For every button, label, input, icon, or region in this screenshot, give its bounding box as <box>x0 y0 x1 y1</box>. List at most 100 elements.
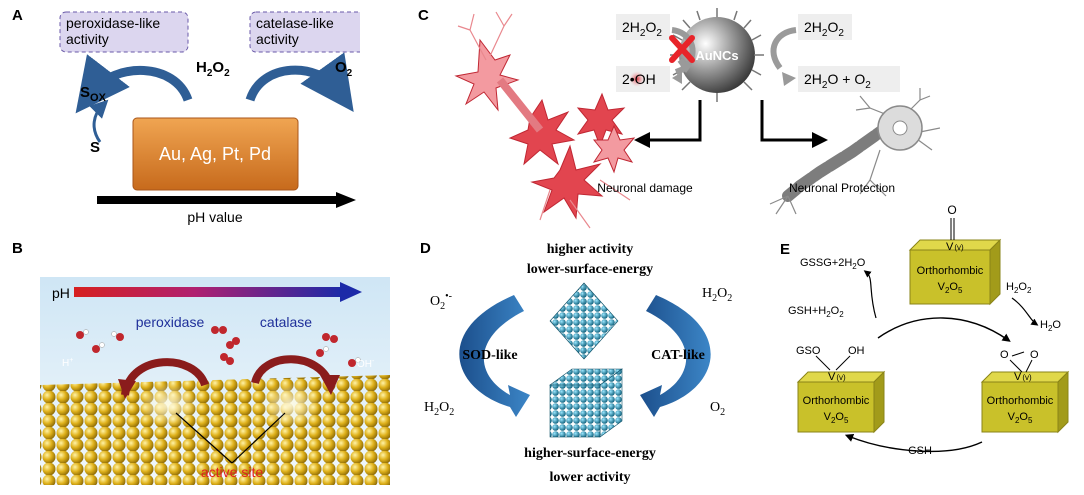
gssg-arrow <box>863 270 877 319</box>
catalase-text: catalase <box>260 314 312 330</box>
gssg-label: GSSG+2H2O <box>800 257 866 271</box>
peroxidase-text: peroxidase <box>136 314 205 330</box>
v2o5-right: V2O5 <box>1008 411 1033 425</box>
active-site-text: active site <box>201 464 263 480</box>
left-h2o2: 2H2O2 <box>622 19 662 39</box>
panel-b: B pH peroxidase catalase H+ OH- <box>0 235 400 490</box>
panel-d-label: D <box>420 240 431 257</box>
protection-caption: Neuronal Protection <box>789 181 895 195</box>
o2-label: O2 <box>335 59 353 79</box>
vo-block-left <box>796 370 886 434</box>
h2o-arrow <box>1011 297 1039 326</box>
panel-d: D higher activity lower-surface-energy S… <box>412 235 768 490</box>
v-top: V(v) <box>946 241 964 253</box>
peroxidase-box <box>59 11 189 53</box>
sod-arrow <box>459 295 530 417</box>
catalase-line1: catelase-like <box>256 15 334 31</box>
panel-a: A peroxidase-like activity catelase-like… <box>0 0 369 230</box>
hplus-text: H+ <box>62 357 73 369</box>
left-h2o2-box <box>616 14 670 40</box>
panel-b-diagram: B pH peroxidase catalase H+ OH- <box>12 240 390 485</box>
panel-e-diagram: E O V(v) Orthorhombic V2O5 GSSG+2H2O GSH… <box>780 203 1070 457</box>
bottom-cycle-arrow <box>844 433 983 453</box>
metals-label: Au, Ag, Pt, Pd <box>159 144 271 164</box>
peroxo-o2: O <box>1030 349 1039 361</box>
active-pointer-2 <box>231 412 286 464</box>
o2-product: O2 <box>710 400 725 418</box>
h2o2-label: H2O2 <box>1006 281 1032 295</box>
products: 2H2O + O2 <box>804 71 871 91</box>
panel-c-diagram: C AuNCs 2H2O2 2H2O2 2•OH 2H2O + O2 <box>418 7 941 229</box>
catalase-arrow <box>245 52 354 112</box>
h2o-label: H2O <box>1040 319 1061 333</box>
panel-c: C AuNCs 2H2O2 2H2O2 2•OH 2H2O + O2 <box>400 0 941 230</box>
left-grey-arrow <box>671 27 696 75</box>
active-site-glow-1 <box>138 383 198 427</box>
top-cycle-arrow <box>877 317 1011 342</box>
right-h2o2-box <box>798 14 852 40</box>
superoxide: O2•- <box>430 291 452 312</box>
panel-d-diagram: D higher activity lower-surface-energy S… <box>420 240 732 485</box>
bottom-line1: higher-surface-energy <box>524 446 656 461</box>
sod-label: SOD-like <box>462 348 517 363</box>
damage-arrow <box>642 100 702 142</box>
damaged-neuron <box>454 38 636 220</box>
active-pointer-1 <box>175 412 233 464</box>
v-right: V(v) <box>1014 371 1032 383</box>
left-h2o2: H2O2 <box>424 400 454 418</box>
panel-a-label: A <box>12 7 23 24</box>
top-line2: lower-surface-energy <box>527 262 653 277</box>
cat-label: CAT-like <box>651 348 705 363</box>
ph-label: pH <box>52 285 70 301</box>
s-label: S <box>90 139 100 156</box>
gso-label: GSO <box>796 345 821 357</box>
protection-arrow <box>760 100 820 142</box>
active-site-glow-2 <box>260 383 320 427</box>
ortho-top: Orthorhombic <box>917 265 984 277</box>
h2o2-label: H2O2 <box>196 59 230 79</box>
right-h2o2: 2H2O2 <box>804 19 844 39</box>
v2o5-top: V2O5 <box>938 281 963 295</box>
panel-e-label: E <box>780 241 790 258</box>
healthy-neuron <box>769 88 941 215</box>
ph-gradient-bar <box>74 287 342 297</box>
v2o5-left: V2O5 <box>824 411 849 425</box>
ph-gradient-head <box>340 282 362 302</box>
peroxidase-line2: activity <box>66 31 109 47</box>
vo-block-right <box>980 370 1070 434</box>
panel-a-diagram: A peroxidase-like activity catelase-like… <box>12 7 369 225</box>
aunc-label: AuNCs <box>695 48 738 63</box>
sox-label: SOX <box>80 84 107 104</box>
blocked-x-icon <box>669 35 695 63</box>
damaged-dendrites <box>457 11 631 229</box>
vo-block-top <box>908 238 1002 306</box>
right-grey-arrow <box>770 27 797 70</box>
panel-e: E O V(v) Orthorhombic V2O5 GSSG+2H2O GSH… <box>768 190 1084 490</box>
v-left: V(v) <box>828 371 846 383</box>
bottom-line2: lower activity <box>550 470 631 485</box>
peroxidase-line1: peroxidase-like <box>66 15 160 31</box>
peroxidase-arrow <box>75 54 193 114</box>
water-molecules <box>76 326 361 367</box>
panel-b-label: B <box>12 240 23 257</box>
oh-label: OH <box>848 345 865 357</box>
catalase-line2: activity <box>256 31 299 47</box>
ohminus-text: OH- <box>357 358 375 370</box>
top-line1: higher activity <box>547 242 633 257</box>
products-box <box>798 66 900 92</box>
oxo-atom: O <box>947 203 956 217</box>
ortho-left: Orthorhombic <box>803 395 870 407</box>
ph-axis-label: pH value <box>187 209 242 225</box>
gsh-h2o2-label: GSH+H2O2 <box>788 305 844 319</box>
gsh-label: GSH <box>908 445 932 457</box>
ph-axis-head <box>336 192 356 208</box>
peroxo-o1: O <box>1000 349 1009 361</box>
metals-block <box>132 117 299 191</box>
damage-caption: Neuronal damage <box>597 181 693 195</box>
panel-c-label: C <box>418 7 429 24</box>
oh-radical: 2•OH <box>622 71 656 87</box>
octahedron-crystal <box>549 282 619 360</box>
right-h2o2: H2O2 <box>702 286 732 304</box>
cube-crystal <box>549 368 623 438</box>
ortho-right: Orthorhombic <box>987 395 1054 407</box>
